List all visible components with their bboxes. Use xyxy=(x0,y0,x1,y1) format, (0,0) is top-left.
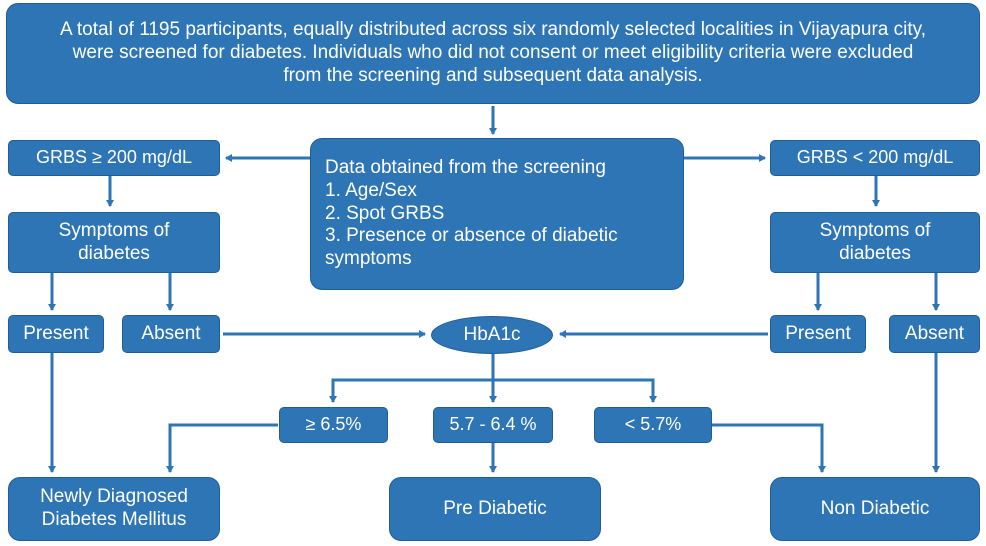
right-present-box: Present xyxy=(770,315,866,353)
right-symptoms-box: Symptoms of diabetes xyxy=(770,212,980,273)
hba1c-node: HbA1c xyxy=(431,316,553,354)
arrow-hba1c-to-high xyxy=(329,378,493,403)
outcome-ndm-line-2: Diabetes Mellitus xyxy=(41,509,187,530)
left-symptoms-box: Symptoms of diabetes xyxy=(8,212,220,273)
arrow-low-to-non xyxy=(712,423,826,473)
outcome-ndm-line-1: Newly Diagnosed xyxy=(40,486,188,508)
arrow-high-to-ndm xyxy=(166,423,278,473)
data-item-age-sex: 1. Age/Sex xyxy=(325,179,417,201)
grbs-low-box: GRBS < 200 mg/dL xyxy=(770,140,980,176)
data-obtained-box: Data obtained from the screening 1. Age/… xyxy=(310,138,684,290)
left-absent-box: Absent xyxy=(122,315,220,353)
intro-line-3: from the screening and subsequent data a… xyxy=(283,64,703,86)
range-low-box: < 5.7% xyxy=(594,407,712,443)
arrow-hba1c-to-low xyxy=(493,378,657,403)
outcome-ndm-box: Newly Diagnosed Diabetes Mellitus xyxy=(8,477,220,541)
data-item-spot-grbs: 2. Spot GRBS xyxy=(325,202,445,224)
intro-line-2: were screened for diabetes. Individuals … xyxy=(72,42,914,64)
left-symptoms-line-2: diabetes xyxy=(78,242,150,264)
intro-line-1: A total of 1195 participants, equally di… xyxy=(59,19,926,41)
left-present-box: Present xyxy=(8,315,104,353)
data-obtained-title: Data obtained from the screening xyxy=(325,157,606,178)
intro-box: A total of 1195 participants, equally di… xyxy=(6,3,980,104)
left-symptoms-line-1: Symptoms of xyxy=(58,219,170,241)
outcome-pre-diabetic-box: Pre Diabetic xyxy=(389,477,601,541)
right-symptoms-line-2: diabetes xyxy=(839,242,911,264)
outcome-non-diabetic-box: Non Diabetic xyxy=(770,477,980,541)
grbs-high-box: GRBS ≥ 200 mg/dL xyxy=(8,140,220,176)
range-high-box: ≥ 6.5% xyxy=(279,407,388,443)
range-mid-box: 5.7 - 6.4 % xyxy=(433,407,553,443)
data-item-symptoms: 3. Presence or absence of diabetic xyxy=(325,225,618,247)
data-item-symptoms-cont: symptoms xyxy=(325,248,412,270)
right-absent-box: Absent xyxy=(889,315,980,353)
right-symptoms-line-1: Symptoms of xyxy=(819,219,931,241)
